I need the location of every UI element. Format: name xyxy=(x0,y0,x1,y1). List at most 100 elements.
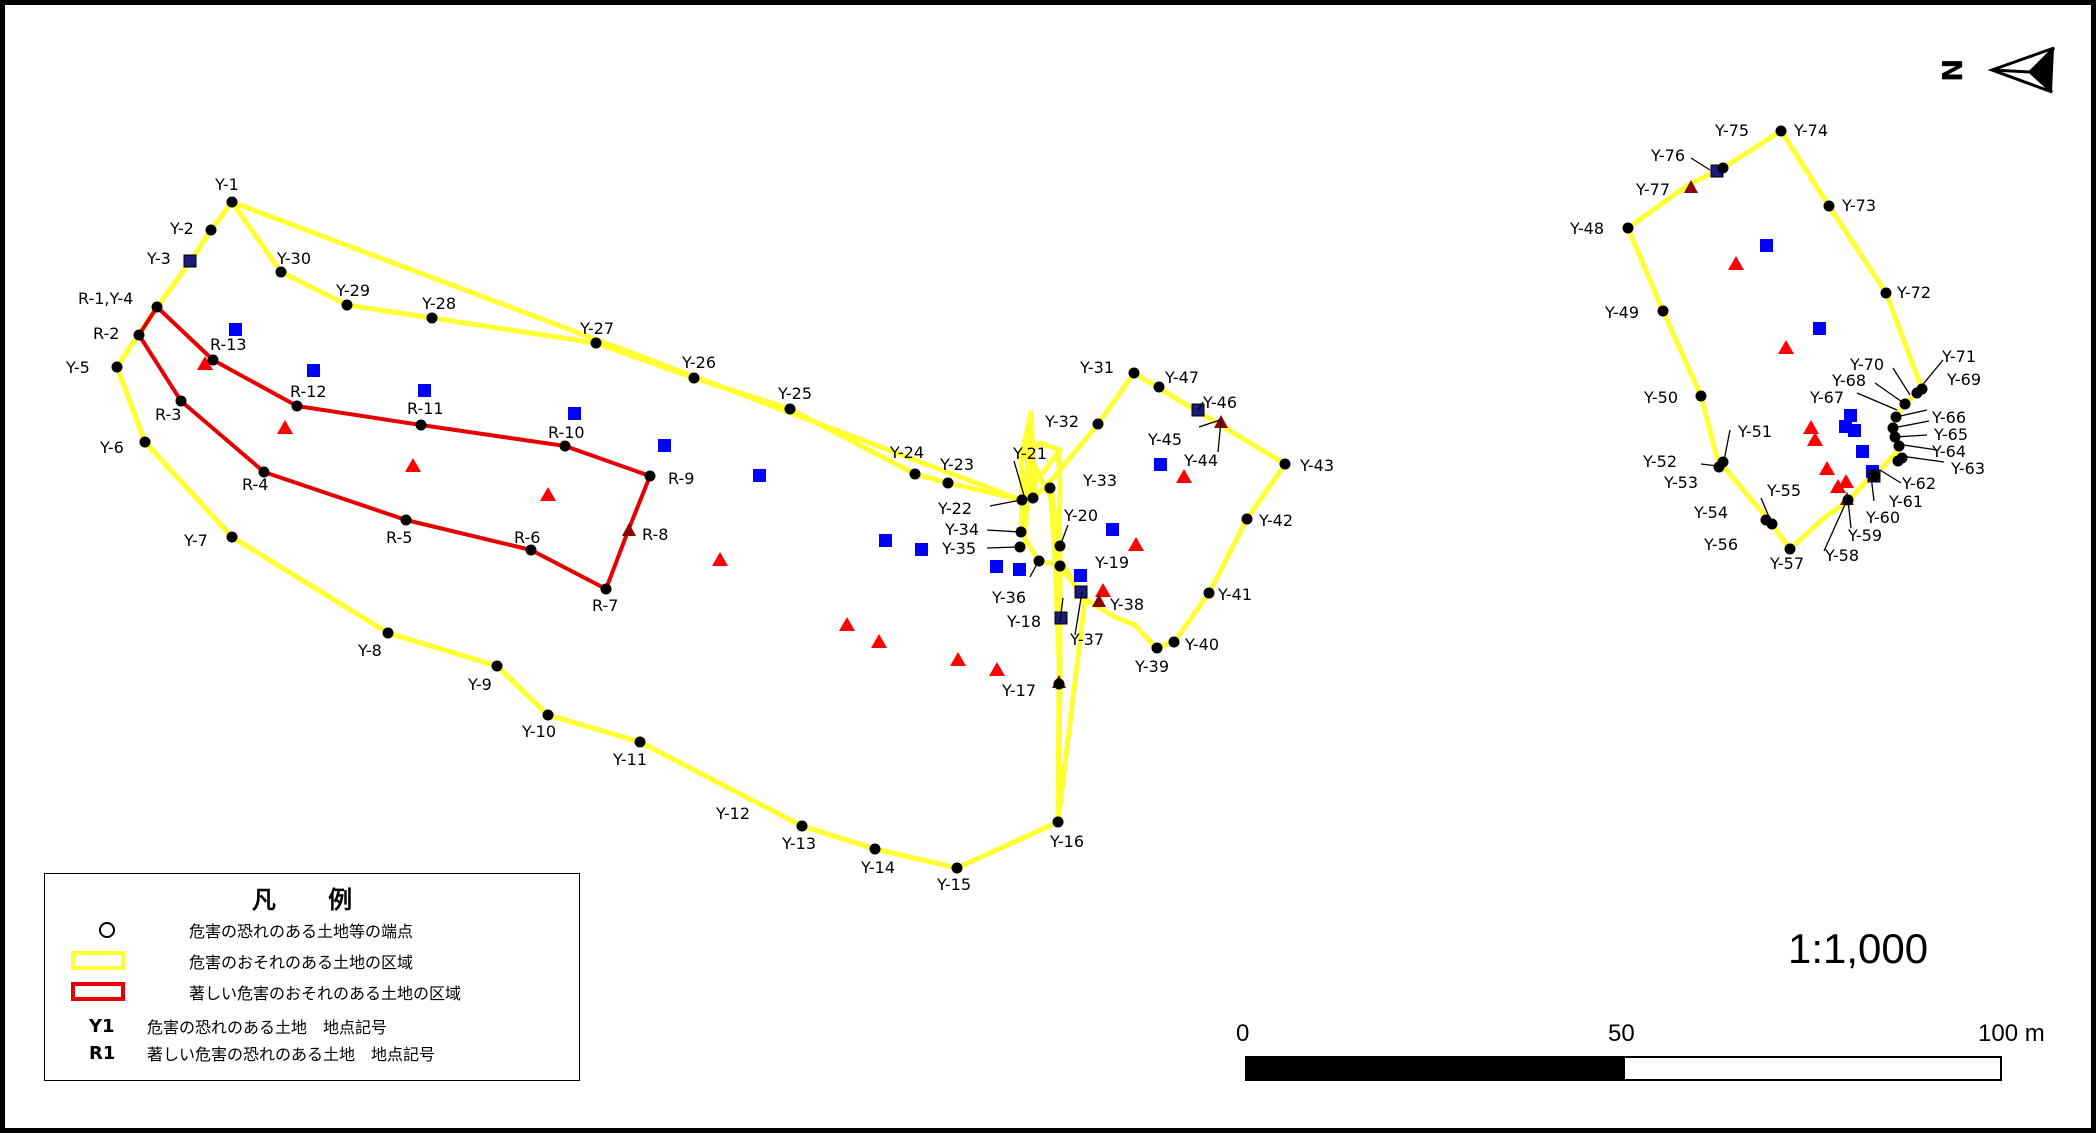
point-label: Y-34 xyxy=(944,520,979,539)
point-label: Y-28 xyxy=(421,294,456,313)
scale-bar xyxy=(1245,1056,2002,1081)
boundary-point xyxy=(133,329,145,341)
boundary-point xyxy=(1016,494,1028,506)
point-label: Y-35 xyxy=(941,539,976,558)
point-label: Y-49 xyxy=(1604,303,1639,322)
point-label: Y-10 xyxy=(521,722,556,741)
blue-square xyxy=(1074,569,1087,582)
circle-icon xyxy=(99,922,115,938)
scale-tick-label: 100 m xyxy=(1978,1020,2045,1047)
red-triangle xyxy=(405,458,421,472)
red-triangle xyxy=(540,487,556,501)
boundary-point xyxy=(1893,440,1905,452)
red-rect-icon xyxy=(71,982,125,1001)
boundary-point xyxy=(590,337,602,349)
legend-label: 危害のおそれのある土地の区域 xyxy=(189,953,414,972)
boundary-point xyxy=(1153,381,1165,393)
point-labels: Y-1 Y-2 Y-3 R-1,Y-4 R-2 R-13 Y-5 R-3 Y-6… xyxy=(65,121,1985,894)
point-label: Y-60 xyxy=(1865,508,1900,527)
boundary-point xyxy=(1622,222,1634,234)
point-label: Y-57 xyxy=(1769,554,1804,573)
boundary-point xyxy=(1168,636,1180,648)
boundary-point xyxy=(151,301,163,313)
point-label: Y-65 xyxy=(1933,425,1968,444)
legend-title: 凡 例 xyxy=(251,886,375,914)
point-label: Y-42 xyxy=(1258,511,1293,530)
blue-square xyxy=(307,364,320,377)
point-label: Y-62 xyxy=(1901,474,1936,493)
boundary-point xyxy=(542,709,554,721)
blue-square xyxy=(1813,322,1826,335)
red-triangle xyxy=(1778,340,1794,354)
boundary-point xyxy=(1054,540,1066,552)
point-label: Y-20 xyxy=(1063,506,1098,525)
blue-square xyxy=(990,560,1003,573)
boundary-point xyxy=(869,843,881,855)
point-label: Y-21 xyxy=(1012,444,1047,463)
boundary-point xyxy=(1151,642,1163,654)
blue-square xyxy=(229,323,242,336)
boundary-point xyxy=(175,395,187,407)
boundary-point xyxy=(1014,541,1026,553)
boundary-point xyxy=(1027,492,1039,504)
point-label: Y-43 xyxy=(1299,456,1334,475)
point-label: R-1,Y-4 xyxy=(78,289,133,308)
boundary-point xyxy=(1033,555,1045,567)
point-label: Y-46 xyxy=(1202,393,1237,412)
boundary-point xyxy=(1053,678,1065,690)
boundary-point xyxy=(1887,422,1899,434)
point-label: Y-8 xyxy=(357,641,382,660)
point-label: R-3 xyxy=(155,405,181,424)
point-label: Y-3 xyxy=(146,249,171,268)
boundary-point xyxy=(1911,387,1923,399)
boundary-point xyxy=(205,224,217,236)
red-triangle xyxy=(1684,180,1698,193)
red-triangle xyxy=(1807,432,1823,446)
blue-square xyxy=(1848,424,1861,437)
boundary-point xyxy=(207,354,219,366)
point-label: R-4 xyxy=(242,475,268,494)
boundary-point xyxy=(1889,431,1901,443)
point-label: R-7 xyxy=(592,596,618,615)
blue-square xyxy=(418,384,431,397)
point-label: Y-26 xyxy=(681,353,716,372)
red-triangle xyxy=(871,634,887,648)
point-label: Y-16 xyxy=(1049,832,1084,851)
point-label: Y-37 xyxy=(1069,630,1104,649)
scale-tick-label: 0 xyxy=(1236,1020,1250,1047)
blue-square xyxy=(879,534,892,547)
point-label: Y-58 xyxy=(1824,546,1859,565)
point-label: Y-13 xyxy=(781,834,816,853)
blue-square xyxy=(1760,239,1773,252)
point-label: Y-69 xyxy=(1946,370,1981,389)
point-label: Y-31 xyxy=(1079,358,1114,377)
scale-tick-label: 50 xyxy=(1608,1020,1635,1047)
boundary-point xyxy=(111,361,123,373)
point-label: Y-32 xyxy=(1044,412,1079,431)
legend-label: 危害の恐れのある土地 地点記号 xyxy=(147,1018,388,1037)
boundary-point xyxy=(1717,162,1729,174)
boundary-point xyxy=(226,196,238,208)
boundary-point xyxy=(1890,411,1902,423)
yellow-zone-west-outline xyxy=(114,200,1288,871)
red-triangle xyxy=(1819,461,1835,475)
boundary-point xyxy=(1279,458,1291,470)
point-label: R-9 xyxy=(668,469,694,488)
boundary-point xyxy=(341,299,353,311)
north-arrow-icon xyxy=(1987,46,2056,94)
point-label: Y-38 xyxy=(1109,595,1144,614)
blue-square xyxy=(1856,445,1869,458)
point-label: Y-59 xyxy=(1847,526,1882,545)
red-zone-outline xyxy=(137,305,652,591)
point-label: Y-14 xyxy=(860,858,895,877)
red-triangle xyxy=(1803,420,1819,434)
point-label: Y-63 xyxy=(1950,459,1985,478)
point-label: Y-55 xyxy=(1766,481,1801,500)
point-label: Y-73 xyxy=(1841,196,1876,215)
boundary-point xyxy=(491,660,503,672)
point-label: Y-72 xyxy=(1896,283,1931,302)
boundary-point xyxy=(796,820,808,832)
yellow-zone-west xyxy=(114,199,1063,871)
point-label: Y-56 xyxy=(1703,535,1738,554)
